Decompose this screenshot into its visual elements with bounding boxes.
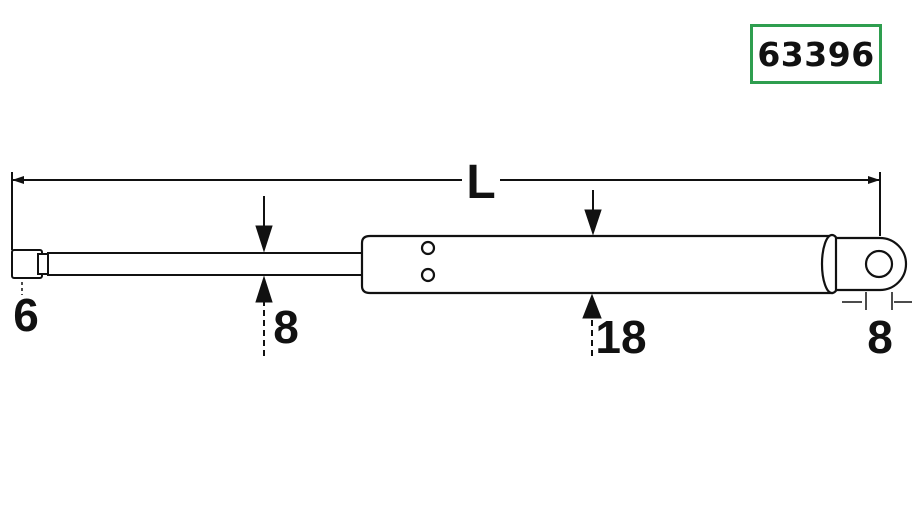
body-diameter-arrows — [582, 190, 602, 356]
eye-width-label: 8 — [867, 311, 893, 363]
length-label: L — [466, 156, 495, 209]
piston-rod — [47, 252, 369, 276]
rod-diameter-label: 8 — [273, 301, 299, 353]
rod-end-fitting — [11, 249, 49, 295]
rod-diameter-arrows — [255, 196, 273, 358]
body-diameter-label: 18 — [595, 311, 646, 363]
eye-end-fitting — [834, 236, 912, 310]
rod-end-label: 6 — [13, 289, 39, 341]
length-dimension — [11, 172, 881, 250]
part-number-badge: 63396 — [750, 24, 882, 84]
cylinder-body — [360, 233, 844, 295]
